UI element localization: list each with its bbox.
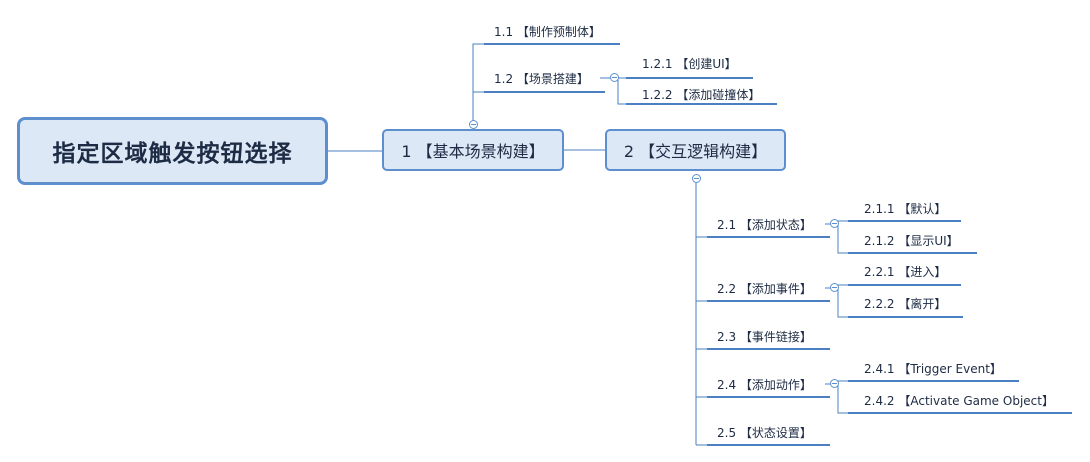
subtopic-2-1-1[interactable]: 2.1.1 【默认】: [864, 202, 947, 216]
main-topic-1[interactable]: 1 【基本场景构建】: [382, 129, 564, 171]
subtopic-1-1[interactable]: 1.1 【制作预制体】: [494, 25, 601, 39]
main-topic-2[interactable]: 2 【交互逻辑构建】: [605, 129, 786, 171]
subtopic-1-2-1[interactable]: 1.2.1 【创建UI】: [642, 57, 737, 71]
subtopic-2-2-1[interactable]: 2.2.1 【进入】: [864, 265, 947, 279]
collapse-toggle-main-1-icon[interactable]: [469, 120, 478, 129]
subtopic-1-2-2[interactable]: 1.2.2 【添加碰撞体】: [642, 88, 761, 102]
collapse-toggle-2-1-icon[interactable]: [830, 219, 839, 228]
subtopic-2-2-2[interactable]: 2.2.2 【离开】: [864, 297, 947, 311]
subtopic-2-1-2[interactable]: 2.1.2 【显示UI】: [864, 234, 959, 248]
subtopic-2-4-2[interactable]: 2.4.2 【Activate Game Object】: [864, 394, 1054, 408]
collapse-toggle-main-2-icon[interactable]: [692, 174, 701, 183]
subtopic-2-3[interactable]: 2.3 【事件链接】: [717, 330, 812, 344]
subtopic-1-2[interactable]: 1.2 【场景搭建】: [494, 72, 589, 86]
subtopic-2-4[interactable]: 2.4 【添加动作】: [717, 378, 812, 392]
connector-branch1-trunk: [472, 43, 484, 124]
subtopic-2-4-1[interactable]: 2.4.1 【Trigger Event】: [864, 362, 1002, 376]
subtopic-2-5[interactable]: 2.5 【状态设置】: [717, 426, 812, 440]
collapse-toggle-2-2-icon[interactable]: [830, 283, 839, 292]
collapse-toggle-2-4-icon[interactable]: [830, 379, 839, 388]
subtopic-2-1[interactable]: 2.1 【添加状态】: [717, 218, 812, 232]
root-topic[interactable]: 指定区域触发按钮选择: [17, 117, 328, 185]
collapse-toggle-1-2-icon[interactable]: [610, 73, 619, 82]
subtopic-2-2[interactable]: 2.2 【添加事件】: [717, 282, 812, 296]
